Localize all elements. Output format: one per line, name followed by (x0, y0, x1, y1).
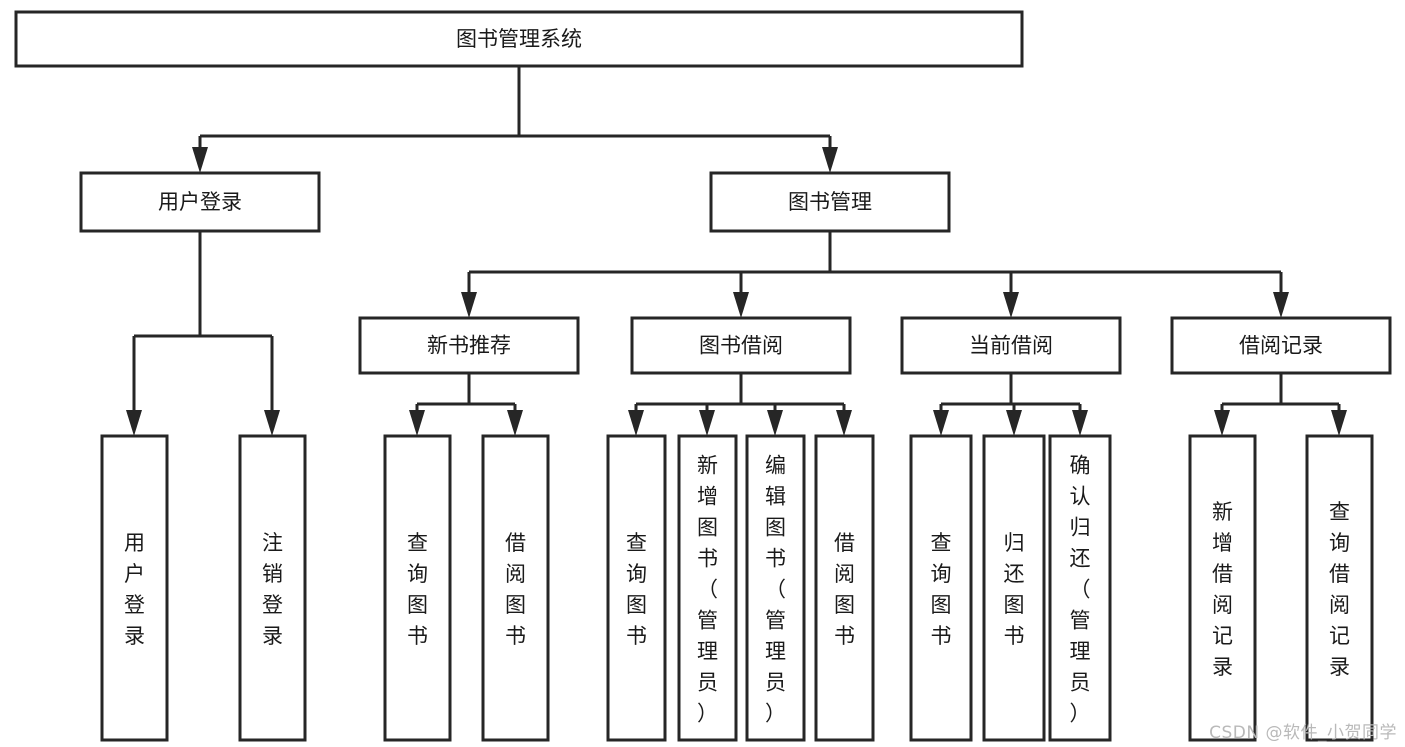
arrow-head-icon (264, 410, 280, 436)
node-leaf-10[interactable]: 确认归还（管理员） (1048, 434, 1112, 742)
node-box (909, 434, 973, 742)
connector-book-mgmt-to-level3 (461, 231, 1289, 318)
node-level3-3[interactable]: 借阅记录 (1170, 316, 1392, 375)
node-box (100, 434, 169, 742)
node-leaf-4[interactable]: 查询图书 (606, 434, 667, 742)
arrow-head-icon (933, 410, 949, 436)
node-level2-0[interactable]: 用户登录 (79, 171, 321, 233)
node-label: 归还图书 (1004, 531, 1025, 648)
node-box (1305, 434, 1374, 742)
arrow-head-icon (733, 292, 749, 318)
node-box (814, 434, 875, 742)
node-box (238, 434, 307, 742)
node-box (709, 171, 951, 233)
node-box (606, 434, 667, 742)
node-box (745, 434, 806, 742)
connector-borrow-record-to-leaves (1214, 373, 1347, 436)
connector-user-login-to-leaves (126, 231, 280, 436)
node-label: 图书借阅 (699, 334, 783, 358)
node-box (79, 171, 321, 233)
connector-new-book-to-leaves (409, 373, 523, 436)
arrow-head-icon (1006, 410, 1022, 436)
node-level3-0[interactable]: 新书推荐 (358, 316, 580, 375)
node-box (358, 316, 580, 375)
node-box (481, 434, 550, 742)
node-root-0[interactable]: 图书管理系统 (14, 10, 1024, 68)
node-leaf-1[interactable]: 注销登录 (238, 434, 307, 742)
node-label: 用户登录 (124, 531, 145, 648)
node-label: 编辑图书（管理员） (765, 454, 786, 726)
node-label: 查询图书 (626, 531, 647, 648)
arrow-head-icon (822, 147, 838, 173)
node-leaf-5[interactable]: 新增图书（管理员） (677, 434, 738, 742)
node-leaf-2[interactable]: 查询图书 (383, 434, 452, 742)
arrow-head-icon (1214, 410, 1230, 436)
node-label: 用户登录 (158, 190, 242, 214)
arrow-head-icon (461, 292, 477, 318)
nodes-layer: 图书管理系统用户登录图书管理新书推荐图书借阅当前借阅借阅记录用户登录注销登录查询… (14, 10, 1392, 742)
node-leaf-11[interactable]: 新增借阅记录 (1188, 434, 1257, 742)
node-label: 借阅图书 (505, 531, 526, 648)
arrow-head-icon (836, 410, 852, 436)
node-label: 借阅图书 (834, 531, 855, 648)
node-box (1188, 434, 1257, 742)
node-box (677, 434, 738, 742)
arrow-head-icon (507, 410, 523, 436)
node-label: 新增图书（管理员） (697, 454, 718, 726)
connector-current-borrow-to-leaves (933, 373, 1088, 436)
arrow-head-icon (126, 410, 142, 436)
node-box (982, 434, 1046, 742)
node-level2-1[interactable]: 图书管理 (709, 171, 951, 233)
node-leaf-7[interactable]: 借阅图书 (814, 434, 875, 742)
arrow-head-icon (1331, 410, 1347, 436)
node-box (14, 10, 1024, 68)
arrow-head-icon (1072, 410, 1088, 436)
watermark: CSDN @软件_小贺同学 (1209, 723, 1397, 743)
node-box (383, 434, 452, 742)
node-level3-1[interactable]: 图书借阅 (630, 316, 852, 375)
arrow-head-icon (192, 147, 208, 173)
node-leaf-8[interactable]: 查询图书 (909, 434, 973, 742)
node-label: 确认归还（管理员） (1070, 454, 1091, 726)
node-box (630, 316, 852, 375)
node-leaf-3[interactable]: 借阅图书 (481, 434, 550, 742)
node-label: 借阅记录 (1239, 334, 1323, 358)
node-label: 图书管理 (788, 190, 872, 214)
node-label: 新增借阅记录 (1212, 500, 1233, 679)
node-label: 查询借阅记录 (1329, 500, 1350, 679)
node-leaf-0[interactable]: 用户登录 (100, 434, 169, 742)
arrow-head-icon (1273, 292, 1289, 318)
node-box (1048, 434, 1112, 742)
node-label: 图书管理系统 (456, 27, 582, 51)
node-leaf-6[interactable]: 编辑图书（管理员） (745, 434, 806, 742)
node-label: 新书推荐 (427, 334, 511, 358)
node-label: 当前借阅 (969, 334, 1053, 358)
node-label: 查询图书 (931, 531, 952, 648)
node-label: 查询图书 (407, 531, 428, 648)
arrow-head-icon (699, 410, 715, 436)
connector-root-to-level2 (192, 66, 838, 173)
node-level3-2[interactable]: 当前借阅 (900, 316, 1122, 375)
node-box (1170, 316, 1392, 375)
connectors-layer (126, 66, 1347, 436)
connector-borrow-to-leaves (628, 373, 852, 436)
node-leaf-12[interactable]: 查询借阅记录 (1305, 434, 1374, 742)
node-box (900, 316, 1122, 375)
node-leaf-9[interactable]: 归还图书 (982, 434, 1046, 742)
arrow-head-icon (767, 410, 783, 436)
node-label: 注销登录 (262, 531, 283, 648)
arrow-head-icon (628, 410, 644, 436)
arrow-head-icon (1003, 292, 1019, 318)
arrow-head-icon (409, 410, 425, 436)
